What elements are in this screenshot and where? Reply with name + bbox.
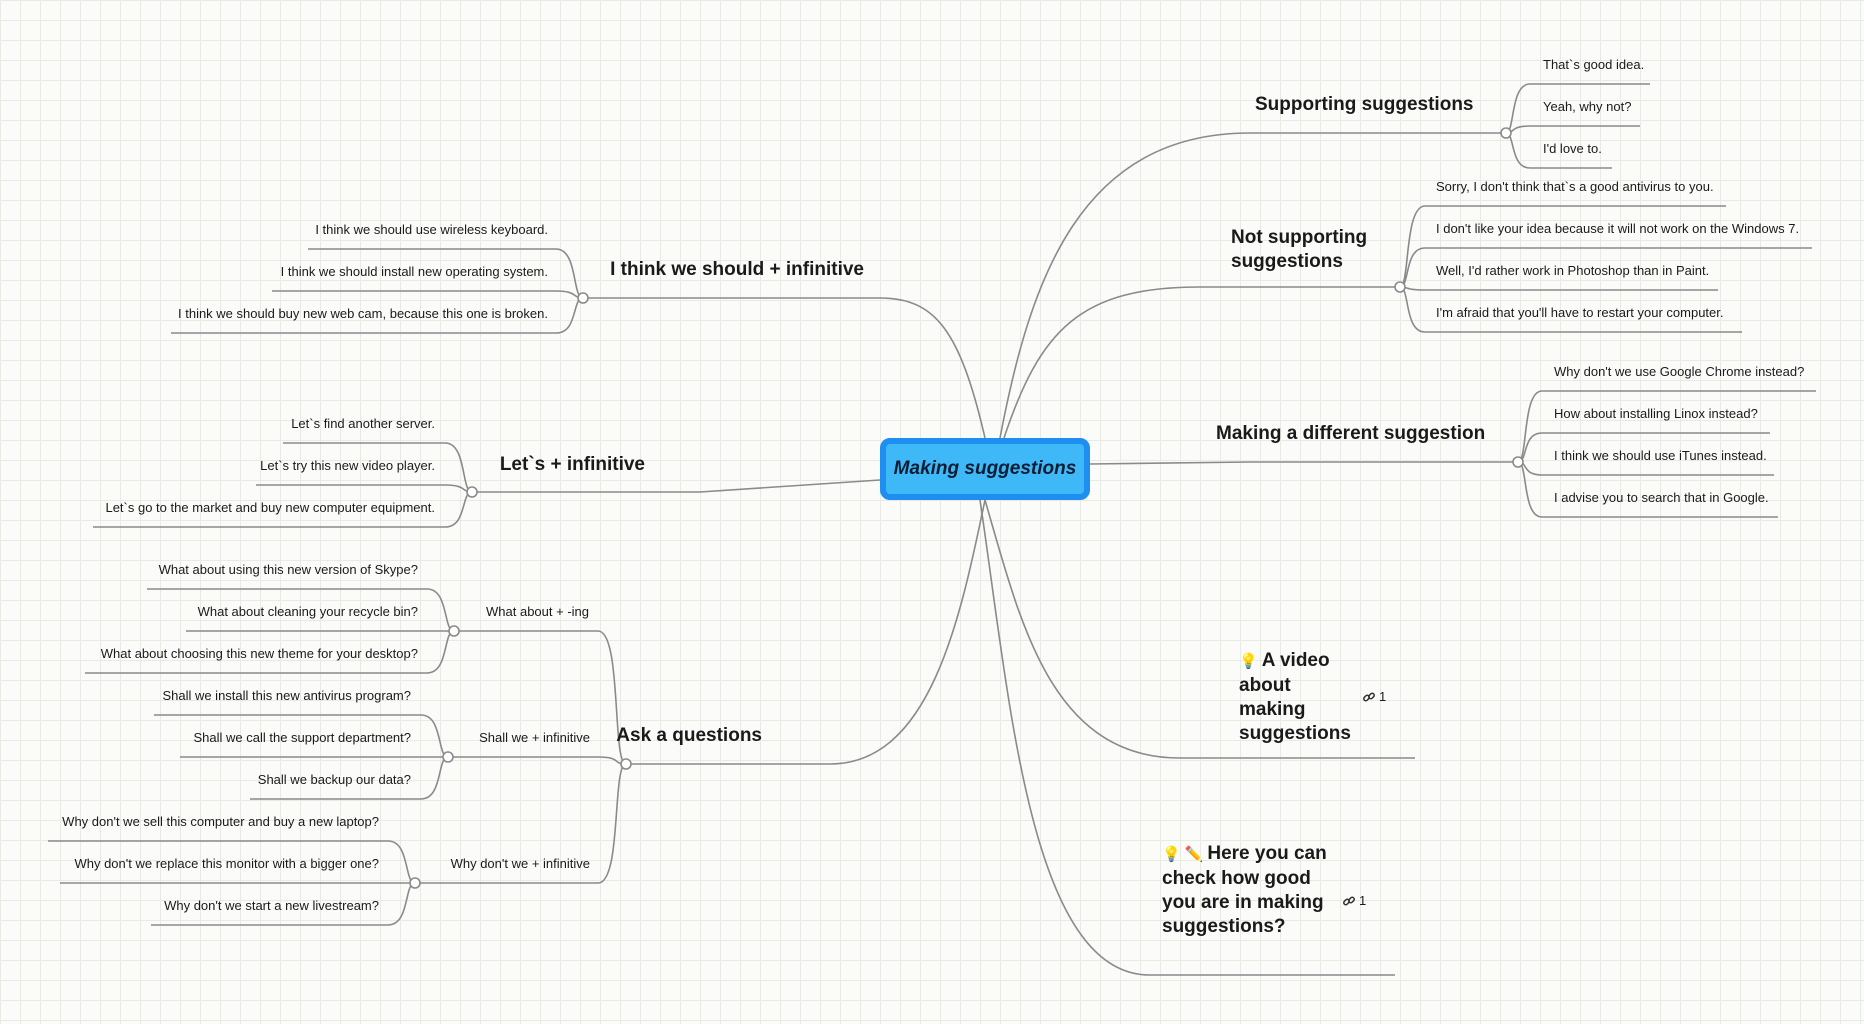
leaf-supporting-3[interactable]: I'd love to. (1543, 141, 1602, 156)
leaf-lets-3[interactable]: Let`s go to the market and buy new compu… (105, 500, 435, 515)
leaf-shall-we-2[interactable]: Shall we call the support department? (193, 730, 411, 745)
leaf-not-supporting-1[interactable]: Sorry, I don't think that`s a good antiv… (1436, 179, 1714, 194)
group-why-dont-we-title[interactable]: Why don't we + infinitive (450, 856, 590, 871)
link-icon (1343, 896, 1355, 905)
link-icon (1363, 692, 1375, 701)
video-link-badge[interactable]: 1 (1362, 689, 1386, 704)
leaf-what-about-1[interactable]: What about using this new version of Sky… (158, 562, 418, 577)
leaf-think-1[interactable]: I think we should use wireless keyboard. (315, 222, 548, 237)
group-shall-we-title[interactable]: Shall we + infinitive (479, 730, 590, 745)
lightbulb-icon: 💡 (1162, 846, 1181, 863)
leaf-why-dont-we-2[interactable]: Why don't we replace this monitor with a… (74, 856, 379, 871)
leaf-what-about-2[interactable]: What about cleaning your recycle bin? (197, 604, 418, 619)
leaf-supporting-1[interactable]: That`s good idea. (1543, 57, 1645, 72)
check-link-count: 1 (1359, 893, 1367, 908)
leaf-not-supporting-3[interactable]: Well, I'd rather work in Photoshop than … (1436, 263, 1710, 278)
leaf-shall-we-3[interactable]: Shall we backup our data? (257, 772, 411, 787)
leaf-different-1[interactable]: Why don't we use Google Chrome instead? (1554, 364, 1805, 379)
branch-supporting-title[interactable]: Supporting suggestions (1255, 94, 1474, 115)
branch-video[interactable]: 💡A video about making suggestions (1239, 649, 1359, 746)
leaf-different-4[interactable]: I advise you to search that in Google. (1554, 490, 1769, 505)
leaf-not-supporting-2[interactable]: I don't like your idea because it will n… (1436, 221, 1800, 236)
branch-different-title[interactable]: Making a different suggestion (1216, 423, 1486, 444)
leaf-why-dont-we-3[interactable]: Why don't we start a new livestream? (164, 898, 379, 913)
lightbulb-icon: 💡 (1239, 653, 1258, 670)
leaf-different-2[interactable]: How about installing Linox instead? (1554, 406, 1758, 421)
leaf-what-about-3[interactable]: What about choosing this new theme for y… (100, 646, 418, 661)
leaf-think-2[interactable]: I think we should install new operating … (280, 264, 548, 279)
branch-lets-title[interactable]: Let`s + infinitive (499, 454, 645, 475)
branch-ask-title[interactable]: Ask a questions (616, 725, 762, 746)
branch-think-title[interactable]: I think we should + infinitive (610, 259, 864, 280)
leaf-shall-we-1[interactable]: Shall we install this new antivirus prog… (162, 688, 411, 703)
pencil-icon: ✏️ (1184, 846, 1204, 863)
branch-check[interactable]: 💡✏️Here you can check how good you are i… (1162, 842, 1342, 939)
check-link-badge[interactable]: 1 (1342, 893, 1366, 908)
branch-check-title: Here you can check how good you are in m… (1162, 843, 1327, 937)
leaf-different-3[interactable]: I think we should use iTunes instead. (1554, 448, 1767, 463)
central-topic[interactable]: Making suggestions (880, 438, 1090, 500)
branch-video-title: A video about making suggestions (1239, 650, 1351, 744)
leaf-lets-2[interactable]: Let`s try this new video player. (260, 458, 435, 473)
leaf-lets-1[interactable]: Let`s find another server. (291, 416, 435, 431)
branch-not-supporting-title[interactable]: Not supporting suggestions (1231, 227, 1368, 272)
video-link-count: 1 (1379, 689, 1387, 704)
leaf-not-supporting-4[interactable]: I'm afraid that you'll have to restart y… (1436, 305, 1724, 320)
central-topic-label: Making suggestions (893, 458, 1077, 479)
group-what-about-title[interactable]: What about + -ing (486, 604, 589, 619)
leaf-supporting-2[interactable]: Yeah, why not? (1543, 99, 1632, 114)
leaf-think-3[interactable]: I think we should buy new web cam, becau… (178, 306, 548, 321)
leaf-why-dont-we-1[interactable]: Why don't we sell this computer and buy … (62, 814, 379, 829)
